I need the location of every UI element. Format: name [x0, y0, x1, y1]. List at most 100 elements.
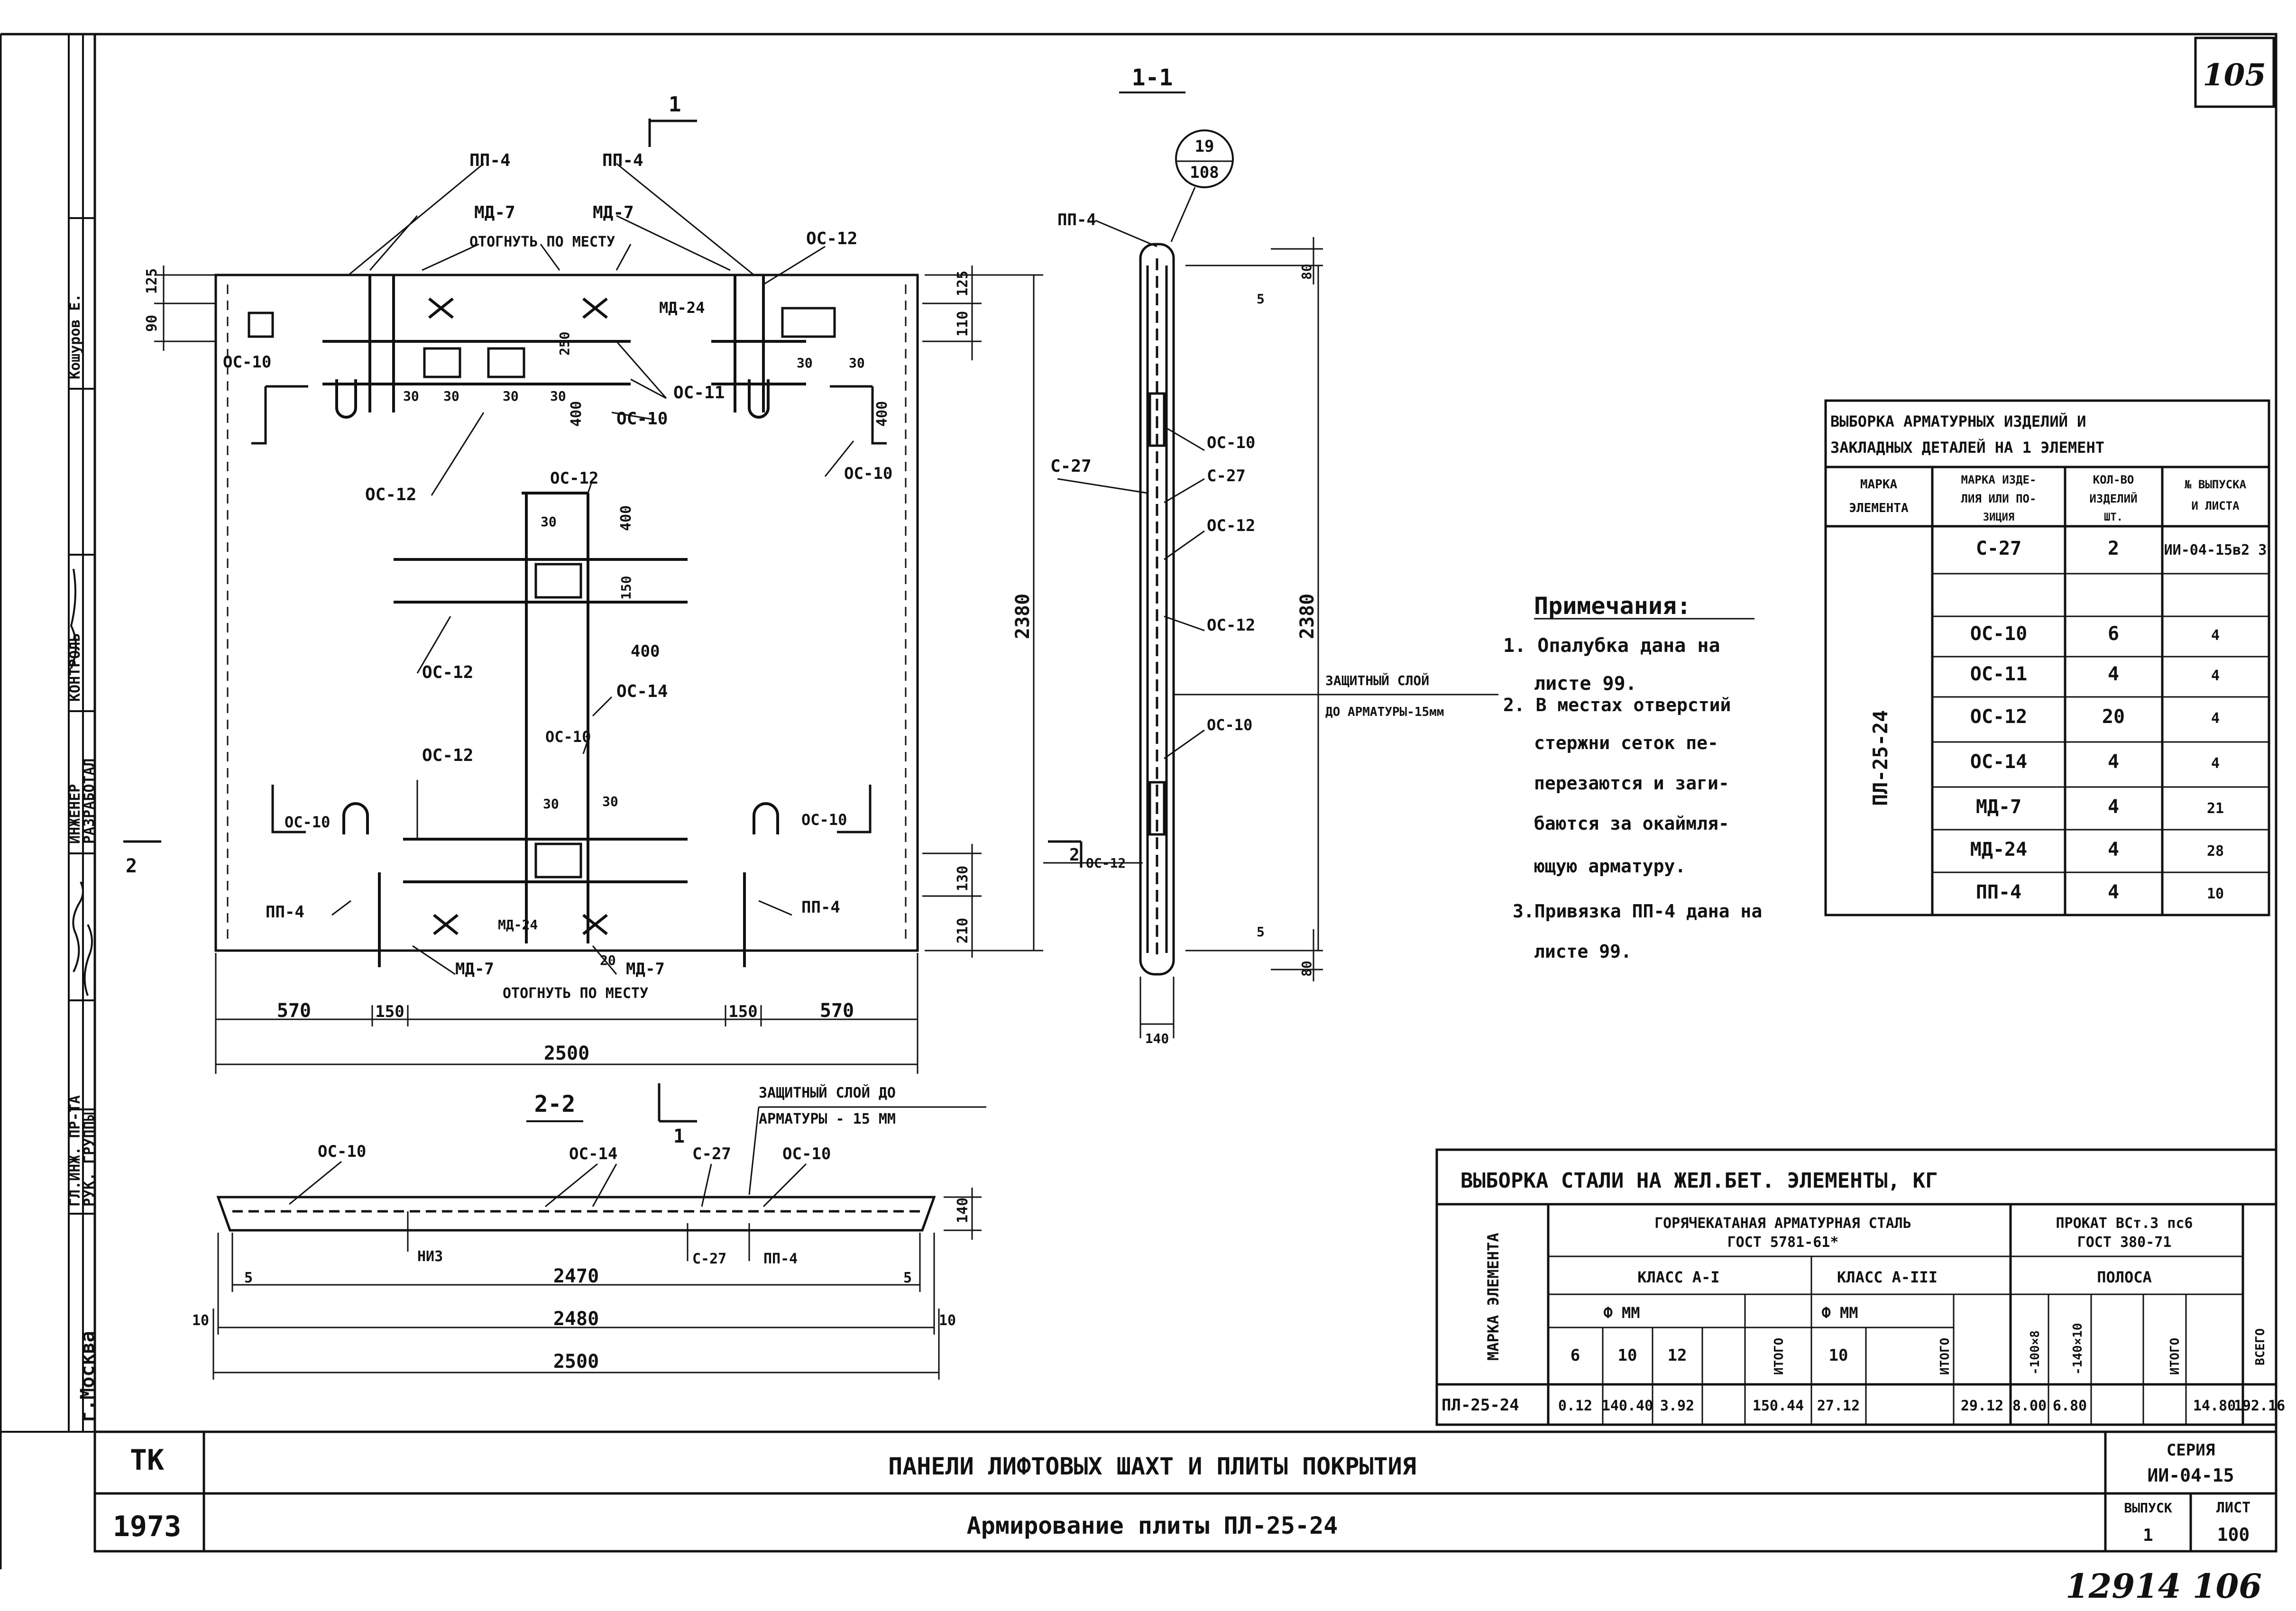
section-1-1-labels: ПП-4 С-27 ОС-10 С-27 ОС-12 ОС-12 ОС-10 О…	[1050, 211, 1444, 1046]
t1-row-qty: 20	[2102, 706, 2125, 728]
note-3b: листе 99.	[1534, 941, 1632, 962]
t2-steel-1: ГОРЯЧЕКАТАНАЯ АРМАТУРНАЯ СТАЛЬ	[1654, 1215, 1911, 1232]
label-pp4-bl: ПП-4	[266, 903, 304, 922]
label-oc14: ОС-14	[616, 682, 668, 701]
label-oc12-c: ОС-12	[550, 469, 598, 488]
s22-pp4: ПП-4	[763, 1251, 798, 1267]
stamp-r4: РАЗРАБОТАЛ	[81, 758, 98, 844]
s22-dim-2470: 2470	[553, 1265, 599, 1287]
dim-30-f: 30	[849, 355, 865, 371]
t1-h3c: ШТ.	[2104, 512, 2123, 523]
inventory-number: 12914 106	[2066, 1566, 2262, 1606]
left-stamp	[0, 34, 95, 1433]
label-pp4-b: ПП-4	[602, 151, 643, 170]
t2-c12: 12	[1668, 1346, 1687, 1365]
t1-row-ref: 10	[2207, 886, 2224, 902]
s11-dim-5-b: 5	[1257, 924, 1265, 940]
section-1-1-view: 19 108	[1043, 129, 1498, 1046]
sheet-number: 105	[2203, 57, 2266, 93]
label-oc10-c: ОС-10	[545, 728, 591, 746]
dim-30-h: 30	[543, 796, 559, 812]
s22-cover-1: ЗАЩИТНЫЙ СЛОЙ ДО	[759, 1084, 896, 1101]
t2-s1: -100×8	[2028, 1330, 2042, 1375]
note-2a: 2. В местах отверстий	[1503, 695, 1731, 715]
dim-30-b: 30	[443, 388, 459, 404]
s11-dim-140: 140	[1145, 1031, 1169, 1046]
s11-oc10-b: ОС-10	[1207, 716, 1252, 734]
stamp-name: Кошуров Е.	[67, 293, 83, 379]
s11-c27-b: С-27	[1207, 467, 1246, 485]
note-1a: 1. Опалубка дана на	[1503, 635, 1720, 657]
t1-row-mark: С-27	[1976, 538, 2021, 559]
t2-phi-1: Ф ММ	[1603, 1304, 1640, 1322]
s22-niz: НИЗ	[417, 1248, 443, 1265]
dim-125-right: 125	[955, 271, 971, 296]
t1-row-qty: 4	[2108, 663, 2119, 685]
notes-block: Примечания: 1. Опалубка дана на листе 99…	[1503, 592, 1762, 962]
dim-400-b: 400	[874, 401, 891, 427]
label-oc11: ОС-11	[673, 383, 725, 403]
label-bend-bottom: ОТОГНУТЬ ПО МЕСТУ	[503, 985, 648, 1002]
note-2b: стержни сеток пе-	[1534, 732, 1718, 753]
tb-title-2: Армирование плиты ПЛ-25-24	[967, 1512, 1338, 1539]
dim-30-c: 30	[503, 388, 519, 404]
t1-title-1: ВЫБОРКА АРМАТУРНЫХ ИЗДЕЛИЙ И	[1830, 412, 2086, 430]
t1-row-qty: 4	[2108, 751, 2119, 773]
dim-150-right: 150	[728, 1002, 757, 1021]
s11-cover-2: ДО АРМАТУРЫ-15мм	[1325, 705, 1444, 719]
t2-c10b: 10	[1829, 1346, 1848, 1365]
t1-h3a: КОЛ-ВО	[2093, 473, 2134, 486]
tb-series-label: СЕРИЯ	[2167, 1441, 2215, 1460]
dim-30-a: 30	[403, 388, 419, 404]
label-oc10-br: ОС-10	[801, 811, 847, 829]
dim-2380: 2380	[1012, 594, 1034, 639]
t2-row-all: 192.16	[2234, 1398, 2285, 1414]
t2-strip: ПОЛОСА	[2097, 1268, 2152, 1286]
table-items: ВЫБОРКА АРМАТУРНЫХ ИЗДЕЛИЙ И ЗАКЛАДНЫХ Д…	[1824, 399, 2270, 916]
dim-30-d: 30	[550, 388, 566, 404]
note-3a: 3.Привязка ПП-4 дана на	[1513, 901, 1762, 922]
t2-prokat-2: ГОСТ 380-71	[2077, 1234, 2172, 1251]
t2-row-t3: 14.80	[2193, 1398, 2236, 1414]
t2-phi-2: Ф ММ	[1821, 1304, 1858, 1322]
tb-series-value: ИИ-04-15	[2147, 1465, 2234, 1486]
stamp-r2: РУК. ГРУППЫ	[81, 1112, 98, 1207]
s11-dim-80-b: 80	[1299, 961, 1314, 977]
callout-top: 19	[1195, 137, 1214, 156]
t2-mark-col: МАРКА ЭЛЕМЕНТА	[1484, 1233, 1502, 1361]
t1-row-qty: 4	[2108, 839, 2119, 860]
dim-250: 250	[557, 331, 572, 356]
t2-s2: -140×10	[2071, 1323, 2085, 1375]
signature-2	[72, 881, 84, 972]
t2-prokat-1: ПРОКАТ ВСт.3 пс6	[2056, 1215, 2193, 1232]
t1-row-ref: 4	[2211, 627, 2220, 644]
s22-dim-10-b: 10	[939, 1312, 956, 1329]
s22-oc10-a: ОС-10	[318, 1142, 366, 1161]
t2-steel-2: ГОСТ 5781-61*	[1727, 1234, 1839, 1251]
t1-h2a: МАРКА ИЗДЕ-	[1961, 473, 2037, 486]
sheet-number-box	[2194, 37, 2275, 108]
s22-dim-2480: 2480	[553, 1308, 599, 1330]
stamp-r1: ГЛ.ИНЖ. ПР-ТА	[67, 1095, 83, 1207]
s22-dim-10-a: 10	[192, 1312, 209, 1329]
t1-row-ref: 4	[2211, 710, 2220, 727]
plan-labels: ПП-4 ПП-4 МД-7 МД-7 ОТОГНУТЬ ПО МЕСТУ ОС…	[223, 151, 892, 1002]
t2-total-2: ИТОГО	[1938, 1338, 1952, 1375]
t1-row-ref: 21	[2207, 800, 2224, 817]
s22-labels: ОС-10 ОС-14 С-27 ОС-10 НИЗ С-27 ПП-4 247…	[192, 1142, 971, 1373]
s11-oc12-a: ОС-12	[1207, 516, 1255, 535]
label-oc10-bl: ОС-10	[285, 813, 330, 831]
s11-dim-5-a: 5	[1257, 291, 1265, 307]
dim-400-d: 400	[631, 642, 660, 661]
t1-row-ref: ИИ-04-15в2 3	[2164, 542, 2267, 558]
tb-issue-label: ВЫПУСК	[2124, 1500, 2172, 1516]
t1-row-ref: 4	[2211, 755, 2220, 772]
section-mark-1-bottom: 1	[673, 1126, 685, 1147]
plan-dims: 570 150 150 570 2500 2380 90 125 125 110…	[144, 268, 1034, 1064]
t1-title-2: ЗАКЛАДНЫХ ДЕТАЛЕЙ НА 1 ЭЛЕМЕНТ	[1830, 439, 2104, 457]
t1-h3b: ИЗДЕЛИЙ	[2089, 492, 2137, 505]
note-2c: перезаются и заги-	[1534, 773, 1729, 794]
dim-150-mid: 150	[618, 576, 634, 600]
s11-c27-a: С-27	[1050, 457, 1092, 476]
